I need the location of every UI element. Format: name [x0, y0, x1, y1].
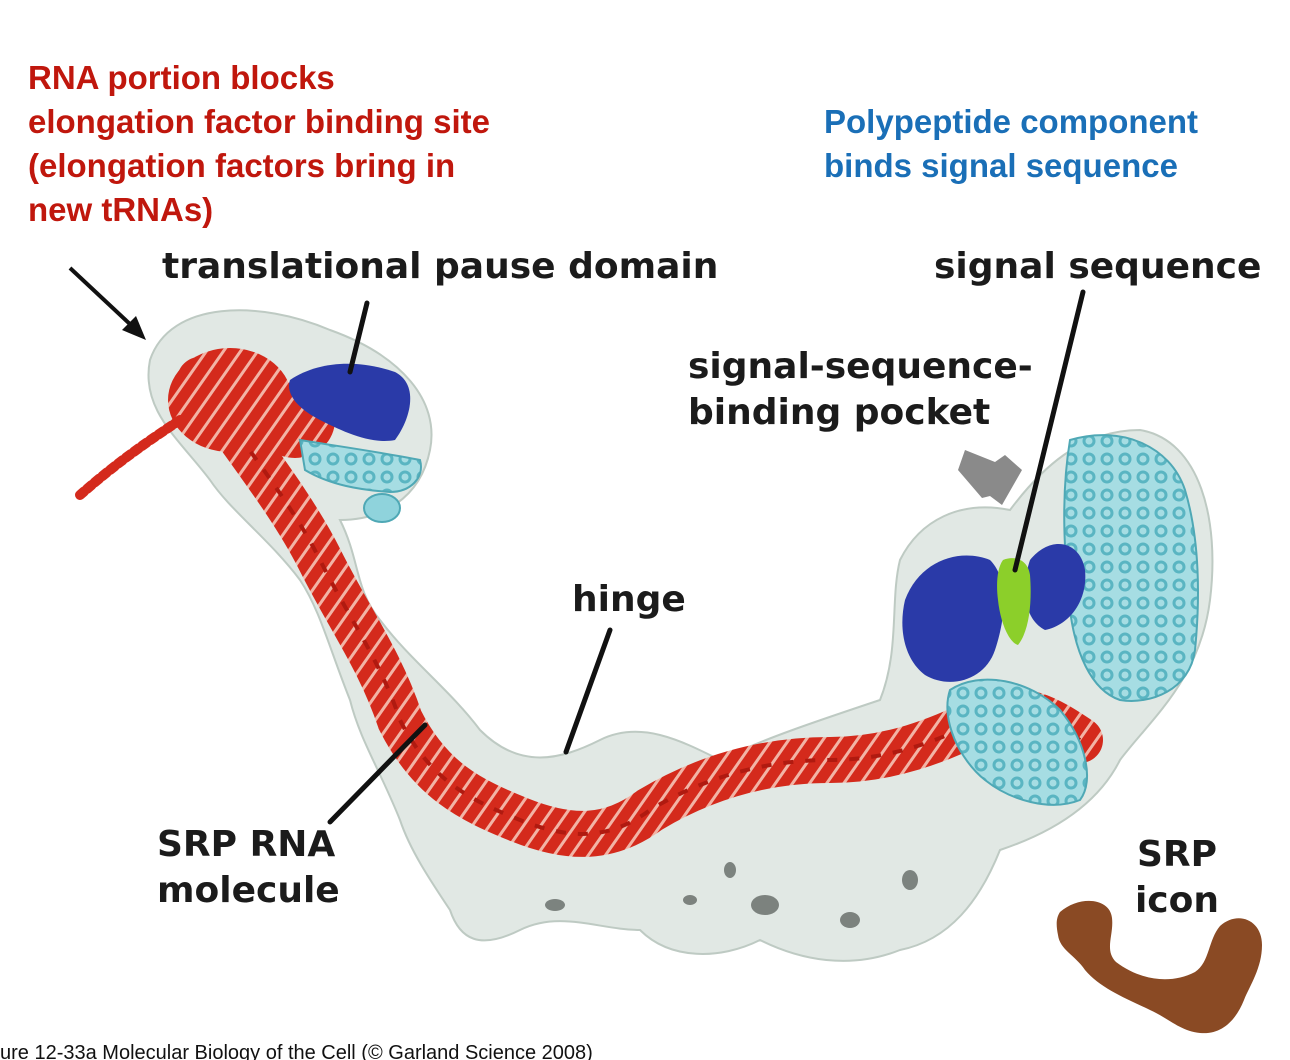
- translational-pause-domain-label: translational pause domain: [162, 246, 719, 287]
- srp-icon-label: SRP icon: [1134, 834, 1220, 921]
- signal-sequence-leader: [1012, 289, 1086, 573]
- hinge-leader: [563, 627, 613, 755]
- signal-sequence-binding-pocket-label: signal-sequence-binding pocket: [688, 346, 1033, 433]
- srp-icon-shape: [1056, 900, 1262, 1034]
- figure-caption: ure 12-33a Molecular Biology of the Cell…: [0, 1042, 593, 1060]
- srp-rna-molecule-label: SRP RNA molecule: [157, 824, 340, 911]
- envelope-dark-blobs: [545, 862, 918, 928]
- s-domain-proteins: [902, 434, 1199, 806]
- polypeptide-note: Polypeptide component binds signal seque…: [824, 103, 1199, 184]
- elongation-site-arrow: [68, 266, 146, 340]
- srp-rna-leader: [327, 722, 428, 825]
- pause-domain-leader: [347, 300, 370, 375]
- hinge-label: hinge: [572, 579, 686, 620]
- signal-sequence-label: signal sequence: [934, 246, 1262, 287]
- pause-domain-proteins: [289, 363, 422, 523]
- binding-pocket-arrow: [958, 450, 1022, 505]
- leader-lines: [327, 289, 1086, 825]
- rna-portion-note: RNA portion blocks elongation factor bin…: [28, 59, 490, 228]
- srp-rna-helix: [75, 348, 1103, 857]
- signal-sequence-helix: [997, 558, 1031, 645]
